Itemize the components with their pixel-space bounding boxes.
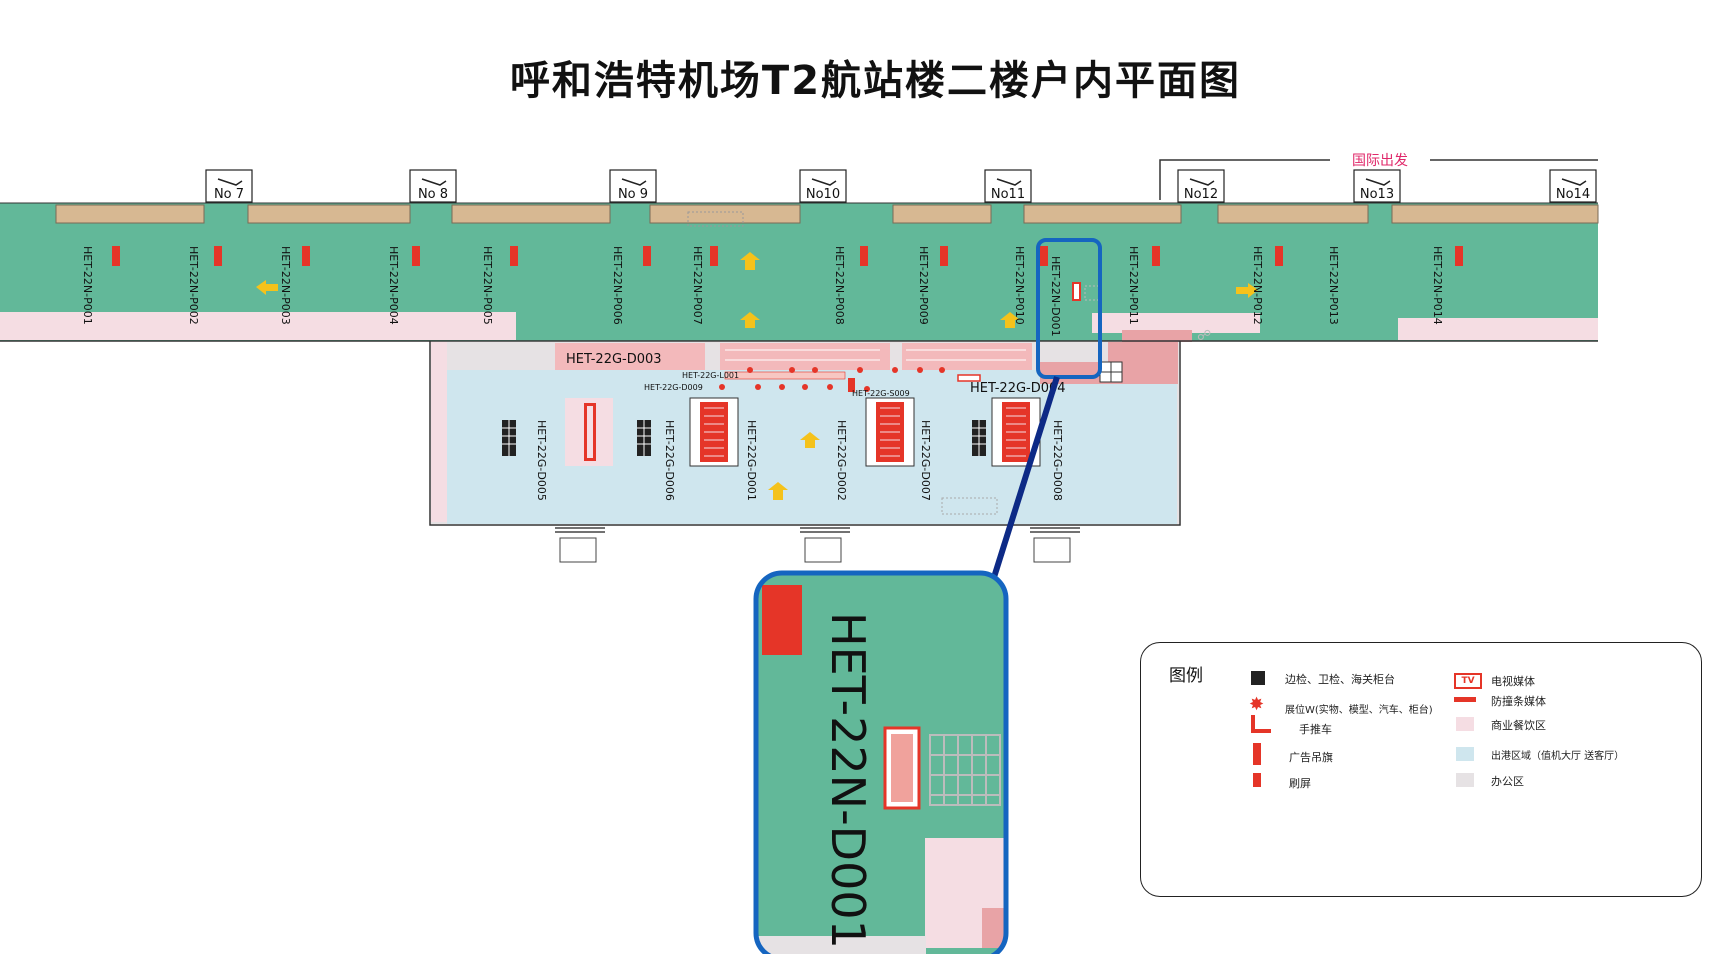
svg-text:No 9: No 9 [618,187,648,202]
pier-label: HET-22N-P005 [481,246,494,325]
bumper-strip-icon [1454,697,1476,702]
international-departure-label: 国际出发 [1352,153,1408,169]
booth-icon: ✸ [1249,694,1265,715]
pier-label: HET-22N-P011 [1127,246,1140,325]
legend-item: 防撞条媒体 [1491,695,1546,708]
seat-rows [725,349,1026,361]
legend-item: 边检、卫检、海关柜台 [1285,673,1395,686]
label-d008: HET-22G-D008 [1051,420,1064,501]
label-s009: HET-22G-S009 [852,389,910,398]
legend-item: 刷屏 [1289,777,1311,790]
gate-marker: No13 [1353,169,1401,203]
banner-flag-icon [1253,743,1261,765]
label-d001: HET-22G-D001 [745,420,758,501]
pier-label: HET-22N-P001 [81,246,94,325]
pier-label: HET-22N-P007 [691,246,704,325]
gate-marker: No14 [1549,169,1597,203]
label-d002: HET-22G-D002 [835,420,848,501]
label-d006: HET-22G-D006 [663,420,676,501]
gate-marker: No 7 [205,169,253,203]
legend-item: 出港区域（值机大厅 送客厅） [1491,751,1625,762]
page-title: 呼和浩特机场T2航站楼二楼户内平面图 [509,58,1242,104]
svg-text:No 7: No 7 [214,187,244,202]
pier-label: HET-22N-P014 [1431,246,1444,325]
gate-marker: No 8 [409,169,457,203]
gate-marker: No12 [1177,169,1225,203]
svg-text:☍: ☍ [1197,328,1211,344]
svg-text:No12: No12 [1184,187,1218,202]
highlight-label-small: HET-22N-D001 [1049,256,1062,337]
zoom-label: HET-22N-D001 [821,612,875,949]
label-d005: HET-22G-D005 [535,420,548,501]
banner-flags [112,246,1463,266]
commercial-swatch [1456,717,1474,731]
gate-marker: No10 [799,169,847,203]
legend-item: 广告吊旗 [1289,751,1333,764]
checkin-island-d008 [991,397,1041,467]
pier-label: HET-22N-P002 [187,246,200,325]
legend-item: 商业餐饮区 [1491,719,1546,732]
direction-arrows [256,252,1258,500]
svg-text:No11: No11 [991,187,1025,202]
checkin-island-d005 [565,398,613,466]
zoom-inset-frame [753,570,1009,954]
tv-icon: TV [1454,673,1482,689]
gate-marker: No 9 [609,169,657,203]
svg-text:No 8: No 8 [418,187,448,202]
departure-swatch [1456,747,1474,761]
label-d003: HET-22G-D003 [566,352,662,367]
label-d009: HET-22G-D009 [644,383,703,392]
pier-label: HET-22N-P009 [917,246,930,325]
label-d007: HET-22G-D007 [919,420,932,501]
legend-item: 办公区 [1491,775,1524,788]
checkin-island-d002 [865,397,915,467]
pier-label: HET-22N-P006 [611,246,624,325]
gate-markers: No 7 No 8 No 9 No10 No11 No12 No13 No14 [205,169,1597,203]
international-departure-marker: 国际出发 [1159,153,1598,200]
legend: 图例 边检、卫检、海关柜台 ✸ 展位W(实物、模型、汽车、柜台) 手推车 广告吊… [1140,642,1702,897]
legend-item: 电视媒体 [1491,675,1535,688]
pier-label: HET-22N-P008 [833,246,846,325]
trolley-icon [1251,715,1255,733]
hall-outline [0,340,1598,526]
checkin-island-d001 [689,397,739,467]
legend-title: 图例 [1169,666,1203,686]
gate-counters [55,204,1599,224]
pier-labels: HET-22N-P001 HET-22N-P002 HET-22N-P003 H… [81,246,1444,325]
screen-icon [1253,773,1261,787]
label-d004: HET-22G-D004 [970,381,1066,396]
label-l001: HET-22G-L001 [682,371,739,380]
pier-label: HET-22N-P013 [1327,246,1340,325]
pier-label: HET-22N-P004 [387,246,400,325]
svg-text:No10: No10 [806,187,840,202]
gate-marker: No11 [984,169,1032,203]
zoom-inset: HET-22N-D001 [756,573,1006,954]
svg-text:No14: No14 [1556,187,1590,202]
hall-entrances [559,537,1071,563]
office-swatch [1456,773,1474,787]
counter-icon [1251,671,1265,685]
hall-labels: HET-22G-D003 HET-22G-D004 HET-22G-L001 H… [535,352,1066,501]
highlight-box [1036,238,1102,379]
connector-line [987,376,1060,591]
legend-item: 手推车 [1299,723,1332,736]
legend-item: 展位W(实物、模型、汽车、柜台) [1285,705,1433,716]
pier-label: HET-22N-P003 [279,246,292,325]
pier-label: HET-22N-P010 [1013,246,1026,325]
svg-text:No13: No13 [1360,187,1394,202]
pier-label: HET-22N-P012 [1251,246,1264,325]
